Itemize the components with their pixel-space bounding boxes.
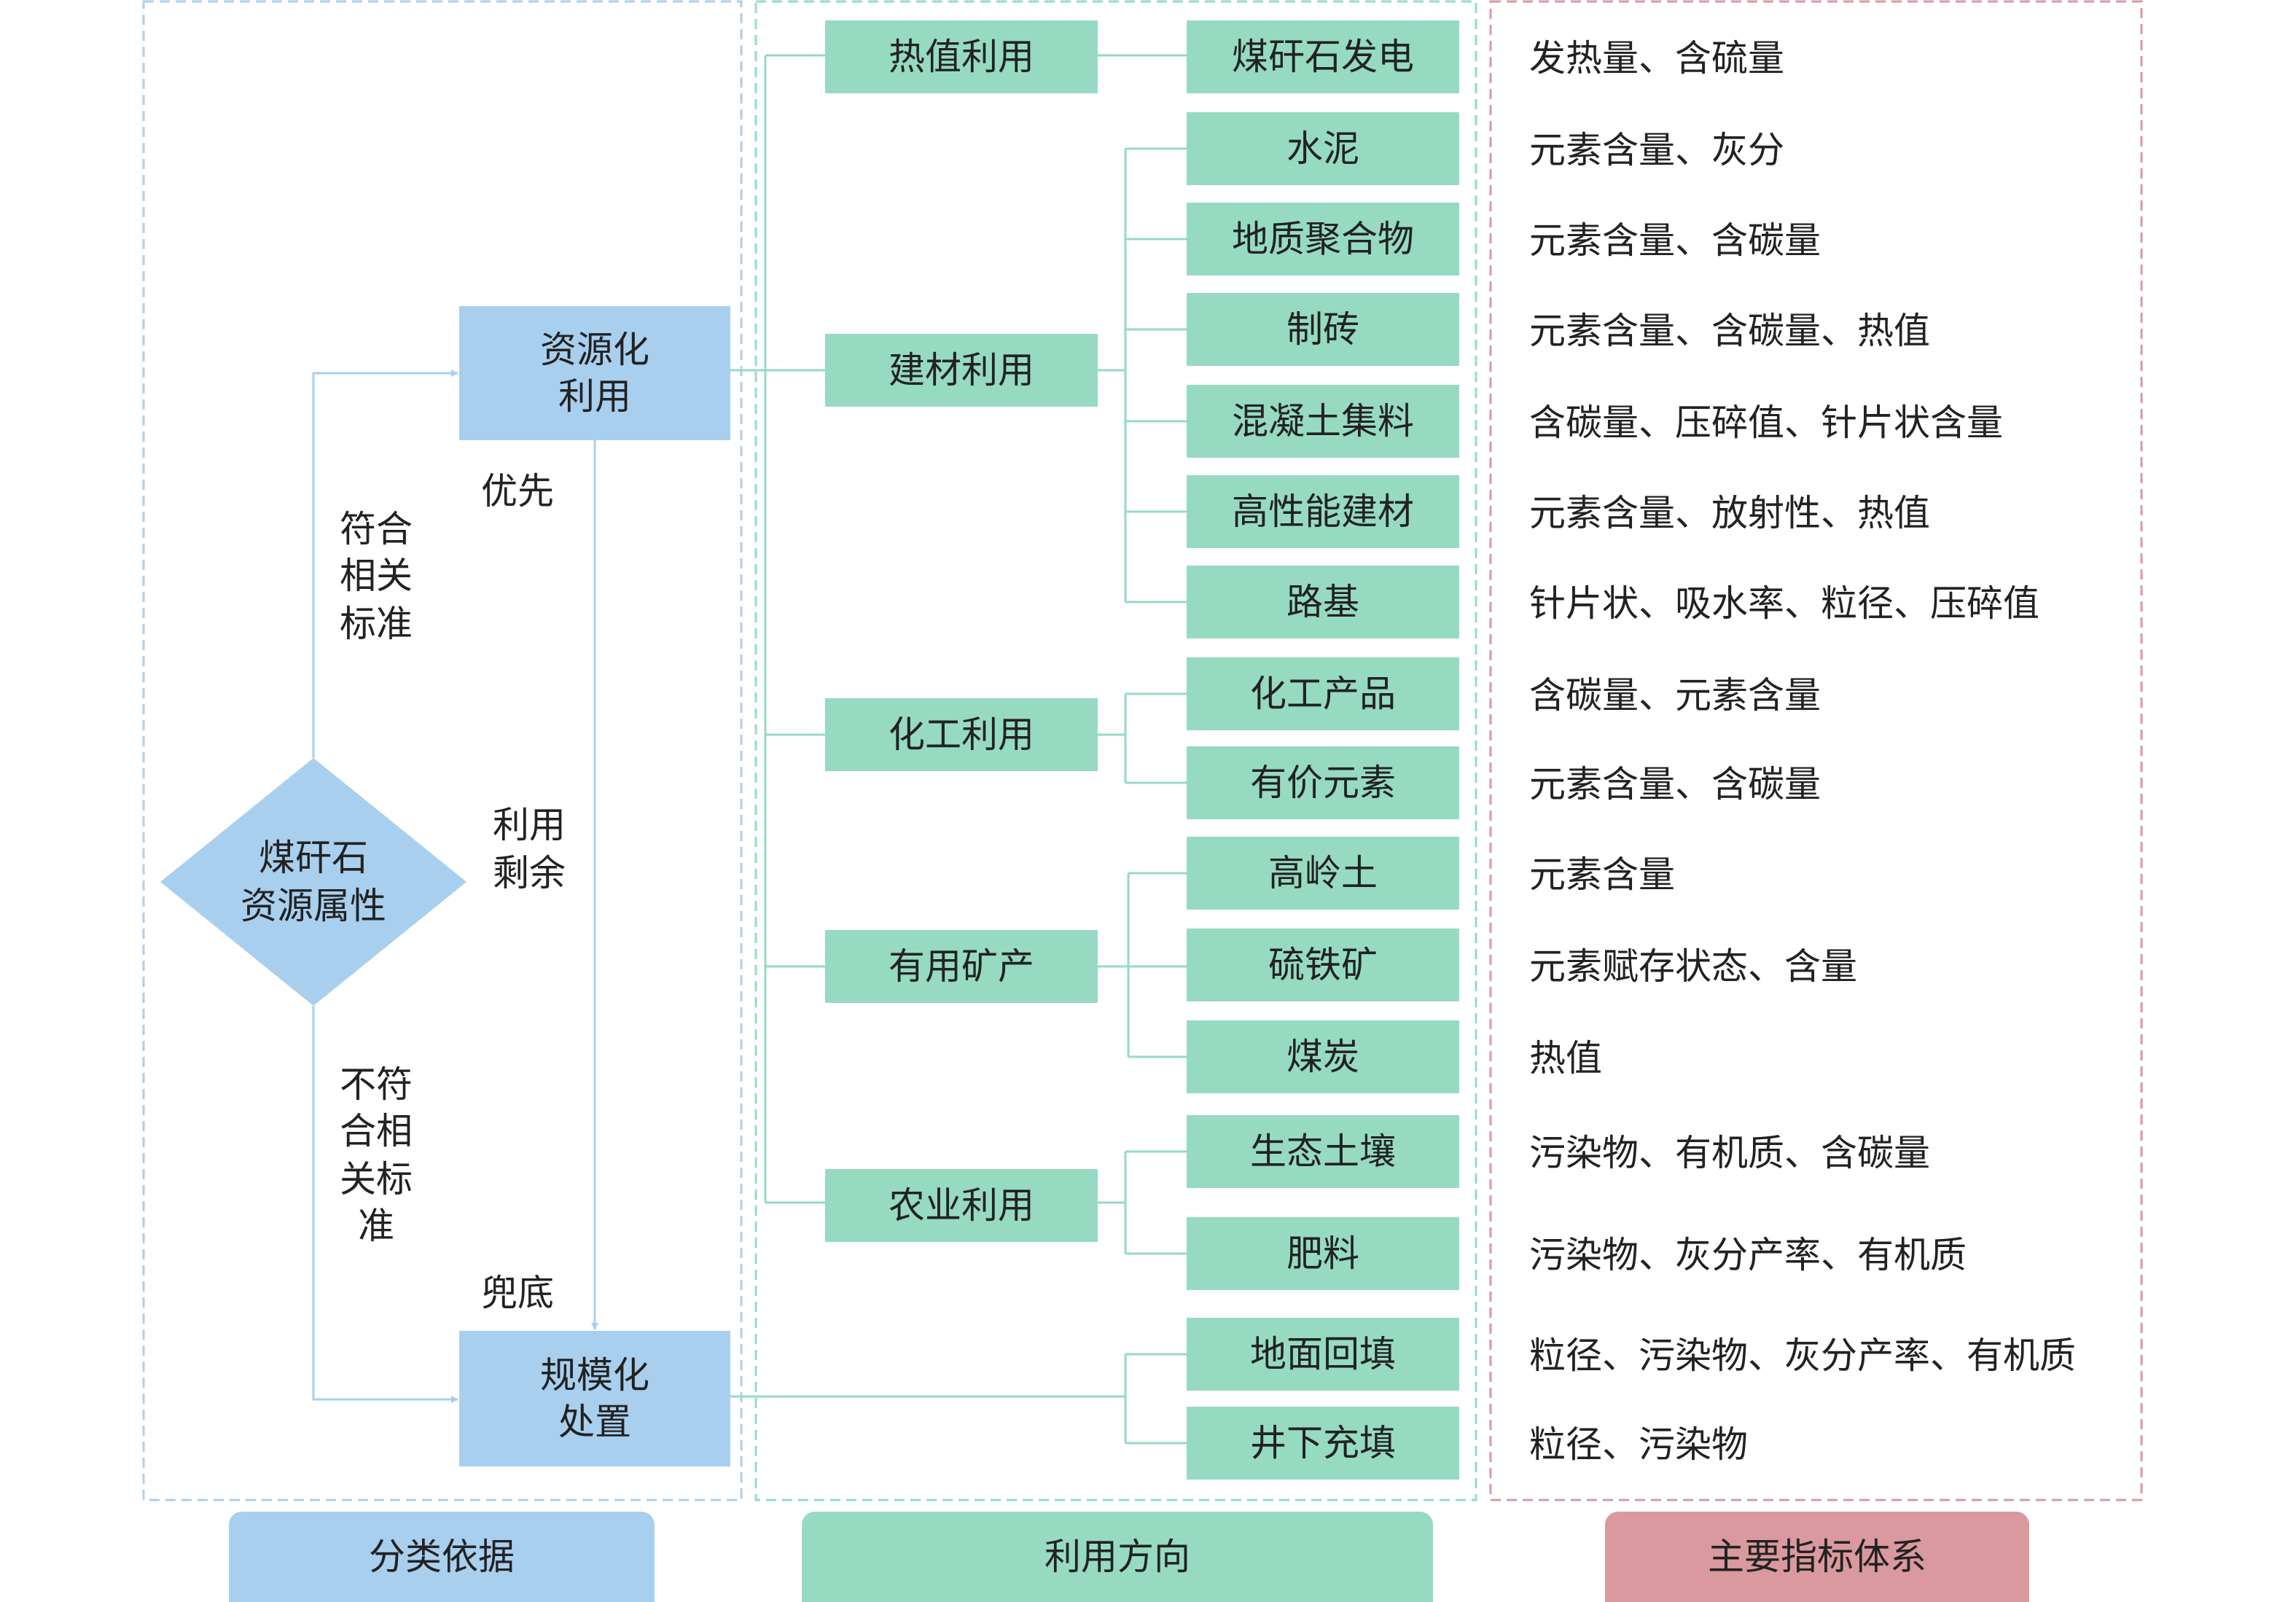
direction-box: 水泥 xyxy=(1187,112,1459,185)
footer-utilization-direction: 利用方向 xyxy=(802,1512,1433,1602)
direction-box: 有价元素 xyxy=(1187,746,1459,819)
branch-line xyxy=(1098,692,1187,784)
branch-line xyxy=(1098,1150,1187,1255)
direction-box: 制砖 xyxy=(1187,293,1459,366)
noncompliant-label: 准 xyxy=(358,1205,394,1247)
direction-box: 煤炭 xyxy=(1187,1020,1459,1093)
direction-box: 高岭土 xyxy=(1187,837,1459,910)
direction-box: 生态土壤 xyxy=(1187,1115,1459,1188)
indicator-text: 含碳量、元素含量 xyxy=(1529,674,1821,716)
indicator-text: 粒径、污染物、灰分产率、有机质 xyxy=(1529,1335,2076,1377)
indicator-text: 元素含量、含碳量 xyxy=(1529,763,1821,805)
indicator-text: 粒径、污染物 xyxy=(1529,1423,1748,1466)
source-label: 煤矸石 资源属性 xyxy=(241,834,386,930)
resource-utilization-box: 资源化利用 xyxy=(459,306,730,440)
branch-line xyxy=(1098,147,1187,603)
disposal-line2: 处置 xyxy=(558,1401,631,1443)
indicator-text: 元素含量、含碳量、热值 xyxy=(1529,310,1930,352)
resource-line1: 资源化 xyxy=(540,329,649,371)
resource-line2: 利用 xyxy=(558,375,631,418)
noncompliant-label: 合相 xyxy=(340,1110,413,1152)
branch-line xyxy=(730,54,825,1204)
indicator-text: 热值 xyxy=(1529,1037,1602,1079)
compliant-label: 相关 xyxy=(340,555,413,597)
category-box: 化工利用 xyxy=(825,698,1098,771)
branch-line xyxy=(730,1353,1187,1445)
compliant-label: 标准 xyxy=(340,603,413,645)
direction-box: 混凝土集料 xyxy=(1187,385,1459,458)
indicator-text: 污染物、有机质、含碳量 xyxy=(1529,1132,1930,1174)
surplus-label: 利用 xyxy=(493,804,566,846)
direction-box: 肥料 xyxy=(1187,1217,1459,1290)
indicator-frame xyxy=(1489,0,2143,1501)
footer-indicator-system: 主要指标体系 xyxy=(1605,1512,2029,1602)
indicator-text: 元素含量、含碳量 xyxy=(1529,219,1821,262)
classification-frame xyxy=(142,0,743,1501)
source-diamond xyxy=(160,758,466,1006)
direction-box: 路基 xyxy=(1187,566,1459,638)
direction-box: 地面回填 xyxy=(1187,1318,1459,1391)
direction-frame xyxy=(754,0,1477,1501)
indicator-text: 污染物、灰分产率、有机质 xyxy=(1529,1234,1967,1276)
indicator-text: 发热量、含硫量 xyxy=(1529,37,1784,79)
indicator-text: 元素赋存状态、含量 xyxy=(1529,945,1857,988)
indicator-text: 针片状、吸水率、粒径、压碎值 xyxy=(1529,582,2039,625)
priority-label: 优先 xyxy=(481,470,554,512)
source-line2: 资源属性 xyxy=(241,885,386,927)
disposal-line1: 规模化 xyxy=(540,1354,649,1396)
indicator-text: 元素含量 xyxy=(1529,853,1675,896)
indicator-text: 含碳量、压碎值、针片状含量 xyxy=(1529,402,2003,444)
indicator-text: 元素含量、灰分 xyxy=(1529,129,1784,171)
direction-box: 高性能建材 xyxy=(1187,475,1459,548)
fallback-label: 兜底 xyxy=(481,1272,554,1314)
noncompliant-label: 关标 xyxy=(340,1158,413,1200)
category-box: 有用矿产 xyxy=(825,930,1098,1003)
category-box: 热值利用 xyxy=(825,20,1098,93)
category-box: 建材利用 xyxy=(825,334,1098,407)
category-box: 农业利用 xyxy=(825,1169,1098,1242)
footer-classification-basis: 分类依据 xyxy=(229,1512,655,1602)
arrow-noncompliant xyxy=(312,1006,458,1403)
indicator-text: 元素含量、放射性、热值 xyxy=(1529,492,1930,534)
direction-box: 硫铁矿 xyxy=(1187,929,1459,1001)
surplus-label: 剩余 xyxy=(493,852,566,894)
direction-box: 化工产品 xyxy=(1187,657,1459,730)
direction-box: 煤矸石发电 xyxy=(1187,20,1459,93)
direction-box: 井下充填 xyxy=(1187,1407,1459,1480)
branch-line xyxy=(1098,872,1187,1058)
source-line1: 煤矸石 xyxy=(259,837,368,879)
compliant-label: 符合 xyxy=(340,508,413,550)
arrow-compliant xyxy=(312,370,458,758)
direction-box: 地质聚合物 xyxy=(1187,203,1459,276)
large-scale-disposal-box: 规模化处置 xyxy=(459,1331,730,1466)
noncompliant-label: 不符 xyxy=(340,1063,413,1106)
